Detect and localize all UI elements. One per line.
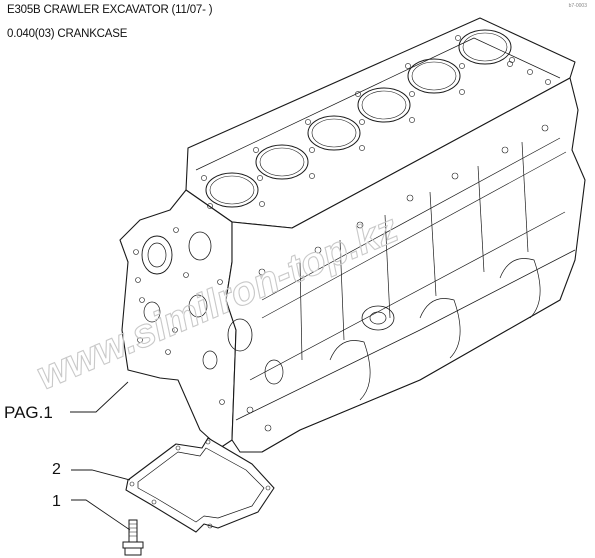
callout-page-ref: PAG.1 [4,403,53,422]
oil-pan-gasket [125,437,275,533]
cylinder-bores [205,29,512,208]
callout-gasket-number: 2 [52,461,61,478]
bolt [122,519,144,556]
deck-holes [201,35,551,209]
page-subtitle: 0.040(03) CRANKCASE [7,28,128,40]
callout-bolt-number: 1 [52,493,61,510]
crankcase-block [119,17,586,453]
page-title: E305B CRAWLER EXCAVATOR (11/07- ) [7,4,213,16]
drawing-code: b7-0003 [568,3,587,9]
leader-lines [70,381,131,531]
